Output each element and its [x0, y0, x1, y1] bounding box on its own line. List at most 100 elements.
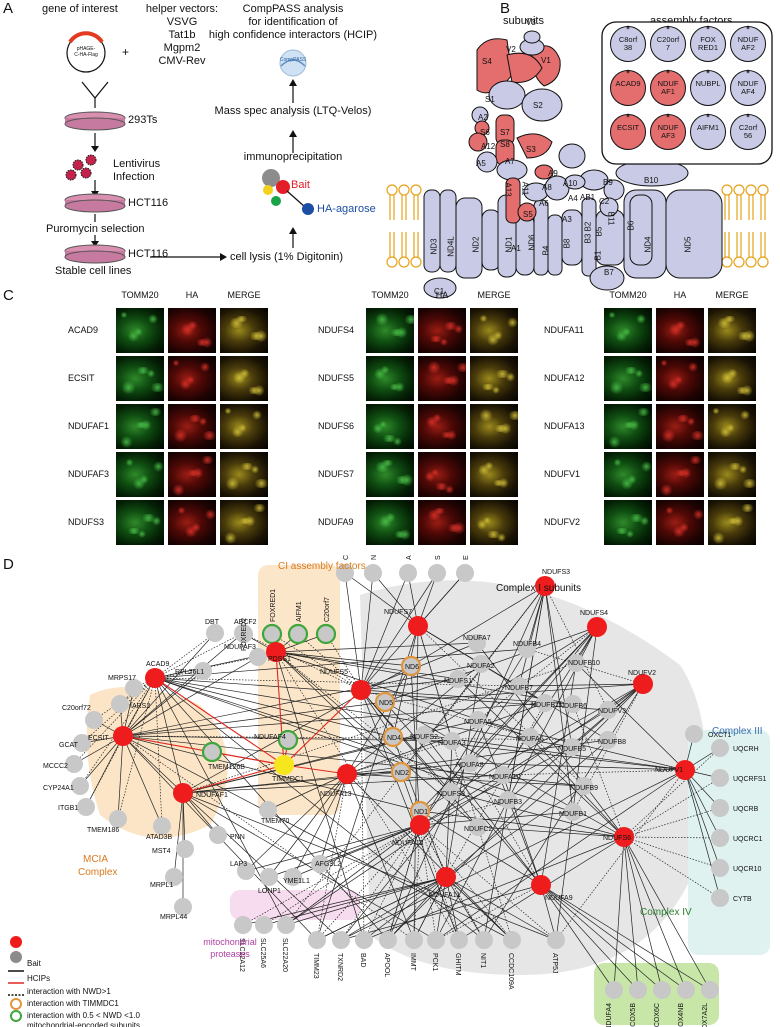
cell-signal: [120, 312, 128, 318]
network-edge: [275, 651, 412, 667]
network-edge: [623, 747, 721, 838]
subunit-label-nd5: ND5: [683, 236, 693, 253]
cell-signal: [628, 514, 645, 522]
network-edge: [445, 876, 460, 941]
microscopy-tile-green: [365, 499, 415, 546]
cell-signal: [716, 318, 733, 328]
network-edge: [346, 740, 453, 775]
network-node-nd6: [400, 655, 422, 677]
subunit-label-nd2: ND2: [471, 236, 481, 253]
network-edge: [285, 876, 447, 926]
node-label-abcf2: ABCF2: [234, 619, 257, 626]
microscopy-column-header: MERGE: [477, 290, 511, 300]
cell-signal: [186, 376, 195, 384]
node-label-timm23: TIMM23: [312, 953, 319, 979]
plus-sign: +: [122, 45, 130, 59]
network-node-ndufs6: [614, 827, 634, 847]
network-node-cyp24a1: [71, 777, 89, 795]
cell-signal: [740, 410, 750, 420]
node-label-ndufaf4: NDUFAF4: [254, 734, 286, 741]
network-node-mrps17: [125, 679, 143, 697]
network-edge: [285, 683, 644, 926]
node-label-aifm1: AIFM1: [296, 601, 303, 622]
assembly-factor-label: NDUF: [737, 35, 759, 44]
network-node-circle: [336, 564, 354, 582]
assembly-factor-star: *: [745, 24, 751, 36]
network-edge: [263, 876, 447, 926]
network-node-ghitm: [450, 931, 468, 949]
network-node-nd4: [382, 726, 404, 748]
node-label-slc22a20: SLC22A20: [281, 938, 288, 972]
cell-signal: [375, 313, 389, 326]
network-edge: [346, 773, 513, 941]
stable-lines-label: Stable cell lines: [55, 265, 132, 277]
network-node-ndufb3: [499, 791, 517, 809]
node-label-slc25a6: SLC25A6: [259, 938, 266, 968]
network-edge: [268, 773, 348, 878]
node-label-ndufv3: NDUFV3: [598, 708, 626, 715]
ci-assembly-title: CI assembly factors: [278, 561, 366, 572]
network-node-circle: [711, 799, 729, 817]
ha-agarose-label: HA-agarose: [317, 203, 376, 215]
network-edge: [623, 836, 721, 869]
network-edge: [285, 585, 546, 926]
cell-signal: [689, 431, 704, 440]
subunit-label-a4: A4: [568, 194, 578, 203]
cell-signal: [253, 479, 268, 488]
network-node-circle: [109, 810, 127, 828]
network-edge: [419, 799, 509, 826]
cell-signal: [712, 532, 725, 544]
compass-logo-text: CompPASS: [279, 57, 307, 63]
cell-signal: [125, 459, 134, 466]
node-label-ndufa13: NDUFA13: [320, 791, 352, 798]
network-edge: [476, 642, 625, 838]
node-label-ndufa10: NDUFA10: [489, 774, 521, 781]
cell-signal: [381, 435, 398, 442]
network-node-circle: [174, 898, 192, 916]
network-node-circle: [85, 711, 103, 729]
cell-signal: [506, 372, 515, 382]
network-node-aifm1: [287, 623, 309, 645]
network-edge: [182, 665, 412, 794]
network-node-circle: [337, 764, 357, 784]
subunit-label-a10: A10: [563, 179, 578, 188]
cell-signal: [403, 315, 414, 324]
assembly-factor-node: *NUBPL: [690, 69, 726, 106]
panel-letter-a: A: [3, 0, 14, 17]
network-edge: [445, 739, 609, 878]
node-label-uqcrb: UQCRB: [733, 806, 759, 813]
network-edge: [613, 836, 625, 991]
network-edge: [154, 677, 573, 748]
node-label-mrps17: MRPS17: [108, 675, 136, 682]
microscopy-tile-merge: [469, 403, 519, 450]
microscopy-tile-merge: [219, 499, 269, 546]
network-node-ndufs1: [449, 670, 467, 688]
cell-signal: [608, 312, 616, 318]
network-node-sco1: [428, 564, 446, 582]
cell-signal: [626, 530, 634, 538]
network-edge: [623, 836, 663, 991]
cell-signal: [683, 339, 697, 346]
node-label-cytb: CYTB: [733, 896, 752, 903]
prey-green-dot: [271, 196, 281, 206]
node-label-c20orf72: C20orf72: [62, 705, 91, 712]
microscopy-column-header: HA: [673, 290, 687, 300]
assembly-factor-label: NUBPL: [695, 79, 721, 88]
network-edge: [340, 884, 542, 941]
microscopy-tile-red: [167, 451, 217, 498]
network-node-circle: [77, 798, 95, 816]
network-node-acad9: [145, 668, 165, 688]
microscopy-tile-red: [417, 355, 467, 402]
network-node-cox7a2l: [701, 981, 719, 999]
network-edge: [182, 762, 471, 794]
network-edge: [117, 735, 124, 820]
network-node-circle: [711, 829, 729, 847]
complex-iv-title: Complex IV: [640, 907, 692, 918]
cell-signal: [120, 436, 133, 448]
legend-hcip-swatch: [10, 951, 22, 963]
network-edge: [360, 689, 365, 941]
microscopy-row-label: ECSIT: [68, 373, 95, 383]
microscopy-tile-green: [365, 307, 415, 354]
node-label-atad3b: ATAD3B: [146, 834, 173, 841]
network-edge: [122, 702, 546, 737]
